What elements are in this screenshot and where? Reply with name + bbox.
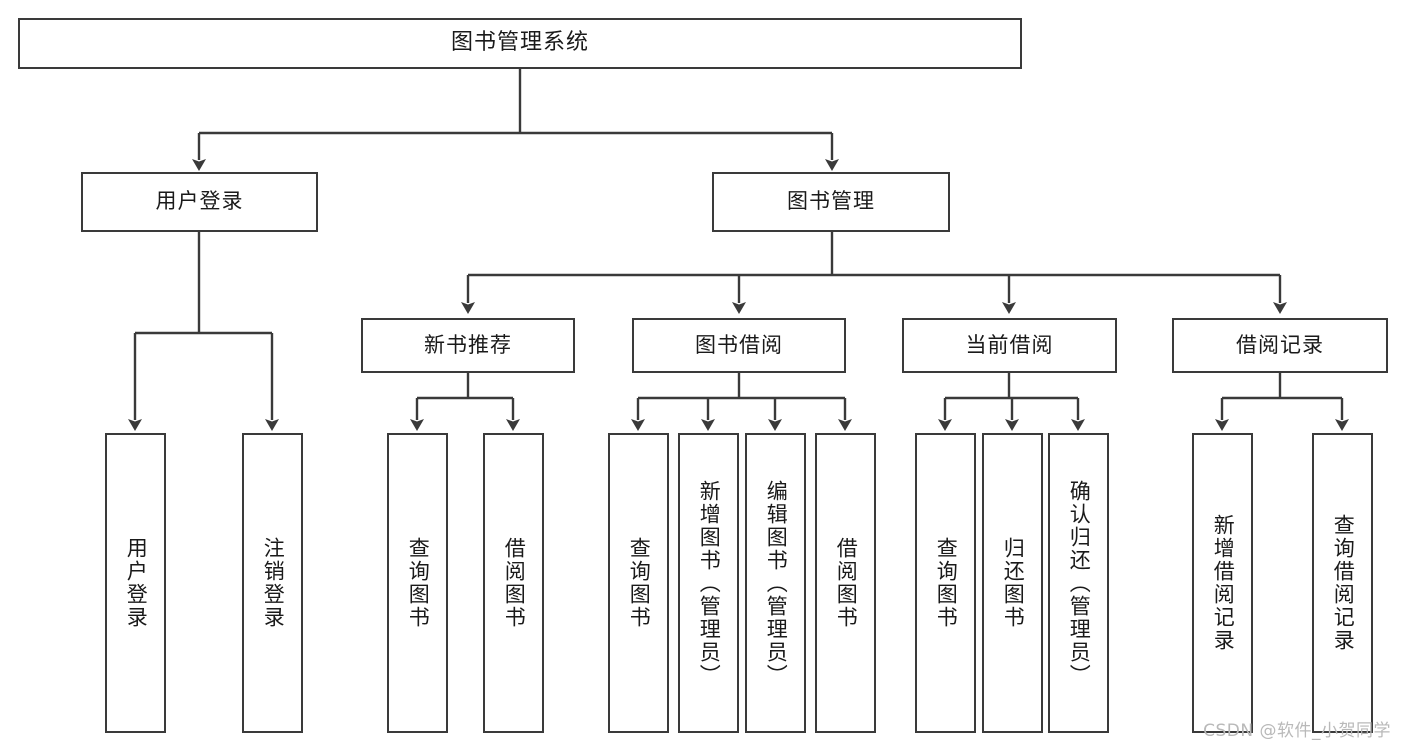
- leaf-query-book-2[interactable]: 查询图书: [608, 433, 669, 733]
- node-borrow-record[interactable]: 借阅记录: [1172, 318, 1388, 373]
- node-label: 借阅图书: [834, 537, 859, 629]
- node-label: 查询图书: [627, 537, 652, 629]
- node-root-system[interactable]: 图书管理系统: [18, 18, 1022, 69]
- leaf-add-record[interactable]: 新增借阅记录: [1192, 433, 1253, 733]
- node-label: 新书推荐: [424, 332, 512, 357]
- node-book-management[interactable]: 图书管理: [712, 172, 950, 232]
- node-label: 借阅记录: [1236, 332, 1324, 357]
- node-label: 图书管理系统: [450, 30, 589, 56]
- leaf-return-book[interactable]: 归还图书: [982, 433, 1043, 733]
- node-label: 图书管理: [787, 189, 875, 214]
- leaf-query-book-1[interactable]: 查询图书: [387, 433, 448, 733]
- node-label: 编辑图书（管理员）: [764, 479, 789, 687]
- leaf-borrow-book-1[interactable]: 借阅图书: [483, 433, 544, 733]
- node-label: 用户登录: [124, 537, 149, 629]
- node-label: 查询图书: [934, 537, 959, 629]
- leaf-borrow-book-2[interactable]: 借阅图书: [815, 433, 876, 733]
- csdn-watermark: CSDN @软件_小贺同学: [1203, 721, 1391, 741]
- node-label: 新增借阅记录: [1211, 514, 1236, 652]
- node-label: 用户登录: [155, 189, 244, 214]
- leaf-confirm-return[interactable]: 确认归还（管理员）: [1048, 433, 1109, 733]
- leaf-query-record[interactable]: 查询借阅记录: [1312, 433, 1373, 733]
- node-label: 查询图书: [406, 537, 431, 629]
- node-new-book-recommend[interactable]: 新书推荐: [361, 318, 575, 373]
- leaf-edit-book[interactable]: 编辑图书（管理员）: [745, 433, 806, 733]
- node-label: 当前借阅: [965, 332, 1054, 357]
- node-label: 查询借阅记录: [1331, 514, 1356, 652]
- leaf-add-book[interactable]: 新增图书（管理员）: [678, 433, 739, 733]
- node-label: 注销登录: [261, 537, 286, 629]
- node-label: 确认归还（管理员）: [1067, 479, 1092, 687]
- leaf-logout-login[interactable]: 注销登录: [242, 433, 303, 733]
- leaf-query-book-3[interactable]: 查询图书: [915, 433, 976, 733]
- node-label: 归还图书: [1001, 537, 1026, 629]
- node-label: 图书借阅: [695, 332, 783, 357]
- node-user-login[interactable]: 用户登录: [81, 172, 318, 232]
- node-book-borrow[interactable]: 图书借阅: [632, 318, 846, 373]
- node-label: 借阅图书: [502, 537, 527, 629]
- node-current-borrow[interactable]: 当前借阅: [902, 318, 1117, 373]
- leaf-user-login[interactable]: 用户登录: [105, 433, 166, 733]
- node-label: 新增图书（管理员）: [697, 479, 722, 687]
